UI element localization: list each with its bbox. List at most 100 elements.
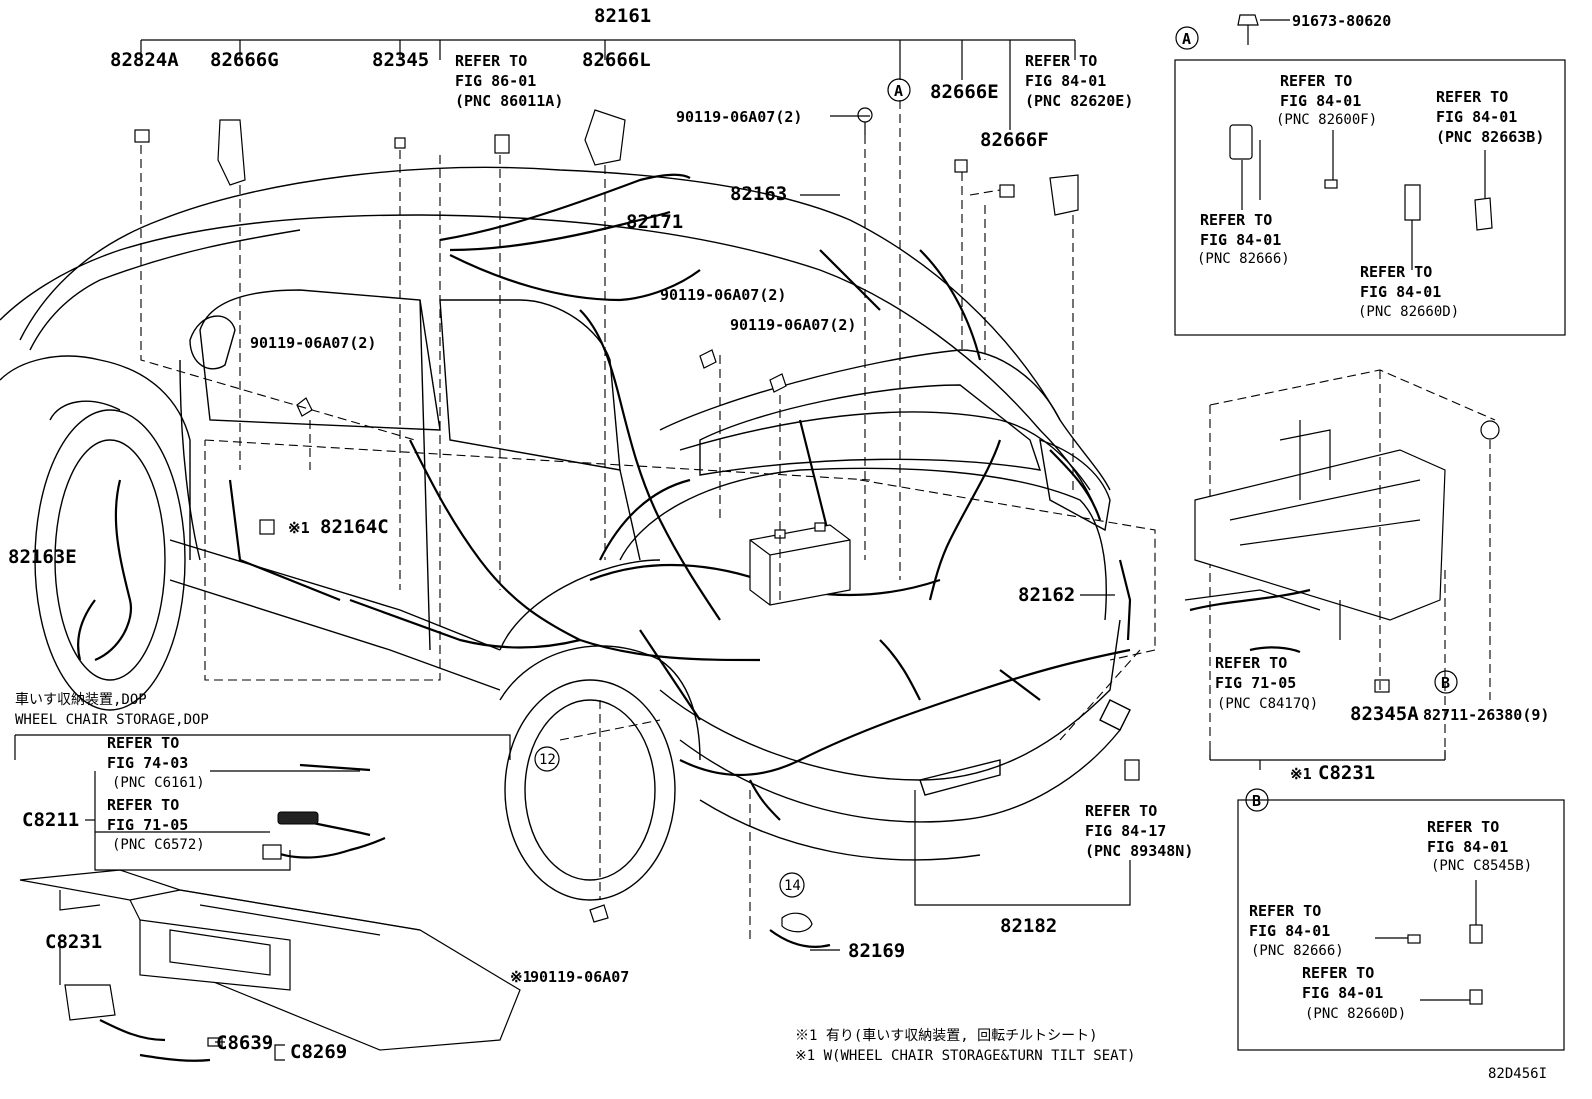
ref-86-01: REFER TO FIG 86-01 (PNC 86011A) xyxy=(455,52,563,110)
label-82666f: 82666F xyxy=(980,129,1049,151)
svg-text:REFER TO: REFER TO xyxy=(1427,818,1499,836)
svg-text:FIG 84-01: FIG 84-01 xyxy=(1249,922,1330,940)
svg-text:(PNC C8545B): (PNC C8545B) xyxy=(1431,858,1532,874)
svg-text:(PNC C6161): (PNC C6161) xyxy=(112,775,205,791)
label-91673: 91673-80620 xyxy=(1292,12,1391,30)
label-82182: 82182 xyxy=(1000,915,1057,937)
label-c8231-right: C8231 xyxy=(1318,762,1375,784)
ref-74-03-c6161: REFER TO FIG 74-03 (PNC C6161) xyxy=(107,734,205,791)
bracket-82666g-icon xyxy=(217,119,246,186)
svg-text:FIG 84-17: FIG 84-17 xyxy=(1085,822,1166,840)
label-circle-12: 12 xyxy=(539,752,556,768)
label-82666e: 82666E xyxy=(930,81,999,103)
circle-14-icon xyxy=(779,872,805,898)
label-bolt-2: 90119-06A07(2) xyxy=(250,334,376,352)
label-82345: 82345 xyxy=(372,49,429,71)
label-82666l: 82666L xyxy=(582,49,651,71)
label-note-en: ※1 W(WHEEL CHAIR STORAGE&TURN TILT SEAT) xyxy=(795,1048,1135,1064)
ref-84-01-82663b: REFER TO FIG 84-01 (PNC 82663B) xyxy=(1436,88,1544,146)
svg-text:FIG 71-05: FIG 71-05 xyxy=(107,816,188,834)
svg-text:FIG 84-01: FIG 84-01 xyxy=(1427,838,1508,856)
label-circle-14: 14 xyxy=(784,878,801,894)
label-82824a: 82824A xyxy=(110,49,179,71)
inset-a xyxy=(1174,59,1566,336)
ref-84-01-c8545b: REFER TO FIG 84-01 (PNC C8545B) xyxy=(1427,818,1532,874)
svg-text:REFER TO: REFER TO xyxy=(455,52,527,70)
label-note-jp: ※1 有り(車いす収納装置, 回転チルトシート) xyxy=(795,1027,1098,1044)
label-82164c: 82164C xyxy=(320,516,389,538)
connectors xyxy=(134,14,1500,933)
label-bolt-1: 90119-06A07(2) xyxy=(676,108,802,126)
label-figure-code: 82D456I xyxy=(1488,1066,1547,1082)
svg-text:REFER TO: REFER TO xyxy=(1249,902,1321,920)
svg-text:REFER TO: REFER TO xyxy=(1025,52,1097,70)
svg-text:FIG 84-01: FIG 84-01 xyxy=(1302,984,1383,1002)
svg-text:(PNC 82620E): (PNC 82620E) xyxy=(1025,92,1133,110)
label-c8639: C8639 xyxy=(216,1032,273,1054)
svg-text:FIG 84-01: FIG 84-01 xyxy=(1436,108,1517,126)
svg-text:REFER TO: REFER TO xyxy=(1085,802,1157,820)
svg-text:(PNC 82666): (PNC 82666) xyxy=(1197,251,1290,267)
label-bolt-4: 90119-06A07(2) xyxy=(730,316,856,334)
bracket-lines xyxy=(59,19,1446,1061)
ref-71-05-c8417q: REFER TO FIG 71-05 (PNC C8417Q) xyxy=(1215,654,1318,712)
svg-text:(PNC 82660D): (PNC 82660D) xyxy=(1358,304,1459,320)
circle-b-inset-icon xyxy=(1245,788,1269,812)
label-82711: 82711-26380(9) xyxy=(1423,706,1549,724)
label-wheelchair-jp: 車いす収納装置,DOP xyxy=(15,691,147,708)
svg-text:(PNC C6572): (PNC C6572) xyxy=(112,837,205,853)
svg-text:REFER TO: REFER TO xyxy=(1215,654,1287,672)
svg-text:REFER TO: REFER TO xyxy=(1200,211,1272,229)
label-circle-a-inset: A xyxy=(1182,30,1191,48)
svg-text:REFER TO: REFER TO xyxy=(107,796,179,814)
label-82345a: 82345A xyxy=(1350,703,1419,725)
label-wheelchair-en: WHEEL CHAIR STORAGE,DOP xyxy=(15,712,209,728)
label-marker-3: ※1 xyxy=(510,968,532,986)
svg-text:(PNC C8417Q): (PNC C8417Q) xyxy=(1217,696,1318,712)
label-circle-a: A xyxy=(894,82,903,100)
svg-text:REFER TO: REFER TO xyxy=(1302,964,1374,982)
label-bolt-5: 90119-06A07 xyxy=(530,968,629,986)
clip-82824a-icon xyxy=(134,129,150,143)
svg-text:(PNC 86011A): (PNC 86011A) xyxy=(455,92,563,110)
labels: 82161 82824A 82666G 82345 82666L 82666E … xyxy=(8,5,1549,1082)
ref-84-01-82660d-b: REFER TO FIG 84-01 (PNC 82660D) xyxy=(1302,964,1406,1022)
inset-b xyxy=(1237,799,1565,1051)
label-82162: 82162 xyxy=(1018,584,1075,606)
circle-a-icon xyxy=(887,78,911,102)
label-c8231-left: C8231 xyxy=(45,931,102,953)
svg-text:(PNC 89348N): (PNC 89348N) xyxy=(1085,842,1193,860)
ref-84-01-82620e: REFER TO FIG 84-01 (PNC 82620E) xyxy=(1025,52,1133,110)
ref-84-01-82600f: REFER TO FIG 84-01 (PNC 82600F) xyxy=(1276,72,1377,128)
label-82171: 82171 xyxy=(626,211,683,233)
wheelchair-storage-assembly xyxy=(14,734,521,1062)
svg-text:FIG 71-05: FIG 71-05 xyxy=(1215,674,1296,692)
label-82161: 82161 xyxy=(594,5,651,27)
circle-12-icon xyxy=(534,746,560,772)
svg-text:REFER TO: REFER TO xyxy=(1280,72,1352,90)
label-82666g: 82666G xyxy=(210,49,279,71)
label-82163: 82163 xyxy=(730,183,787,205)
leader-lines xyxy=(140,100,1491,940)
svg-text:FIG 84-01: FIG 84-01 xyxy=(1200,231,1281,249)
bracket-assembly-right xyxy=(1184,369,1496,761)
svg-text:(PNC 82666): (PNC 82666) xyxy=(1251,943,1344,959)
svg-text:FIG 84-01: FIG 84-01 xyxy=(1360,283,1441,301)
label-marker-1: ※1 xyxy=(288,519,310,537)
label-circle-b: B xyxy=(1441,674,1450,692)
svg-text:FIG 84-01: FIG 84-01 xyxy=(1280,92,1361,110)
svg-text:(PNC 82660D): (PNC 82660D) xyxy=(1305,1006,1406,1022)
label-circle-b-inset: B xyxy=(1252,792,1261,810)
car-body xyxy=(0,166,1131,901)
ref-71-05-c6572: REFER TO FIG 71-05 (PNC C6572) xyxy=(107,796,205,853)
label-c8211: C8211 xyxy=(22,809,79,831)
svg-text:FIG 84-01: FIG 84-01 xyxy=(1025,72,1106,90)
svg-text:FIG 86-01: FIG 86-01 xyxy=(455,72,536,90)
circle-a-inset-icon xyxy=(1175,26,1199,50)
svg-text:(PNC 82663B): (PNC 82663B) xyxy=(1436,128,1544,146)
label-82163e: 82163E xyxy=(8,546,77,568)
ref-84-17-89348n: REFER TO FIG 84-17 (PNC 89348N) xyxy=(1085,802,1193,860)
svg-text:REFER TO: REFER TO xyxy=(1360,263,1432,281)
